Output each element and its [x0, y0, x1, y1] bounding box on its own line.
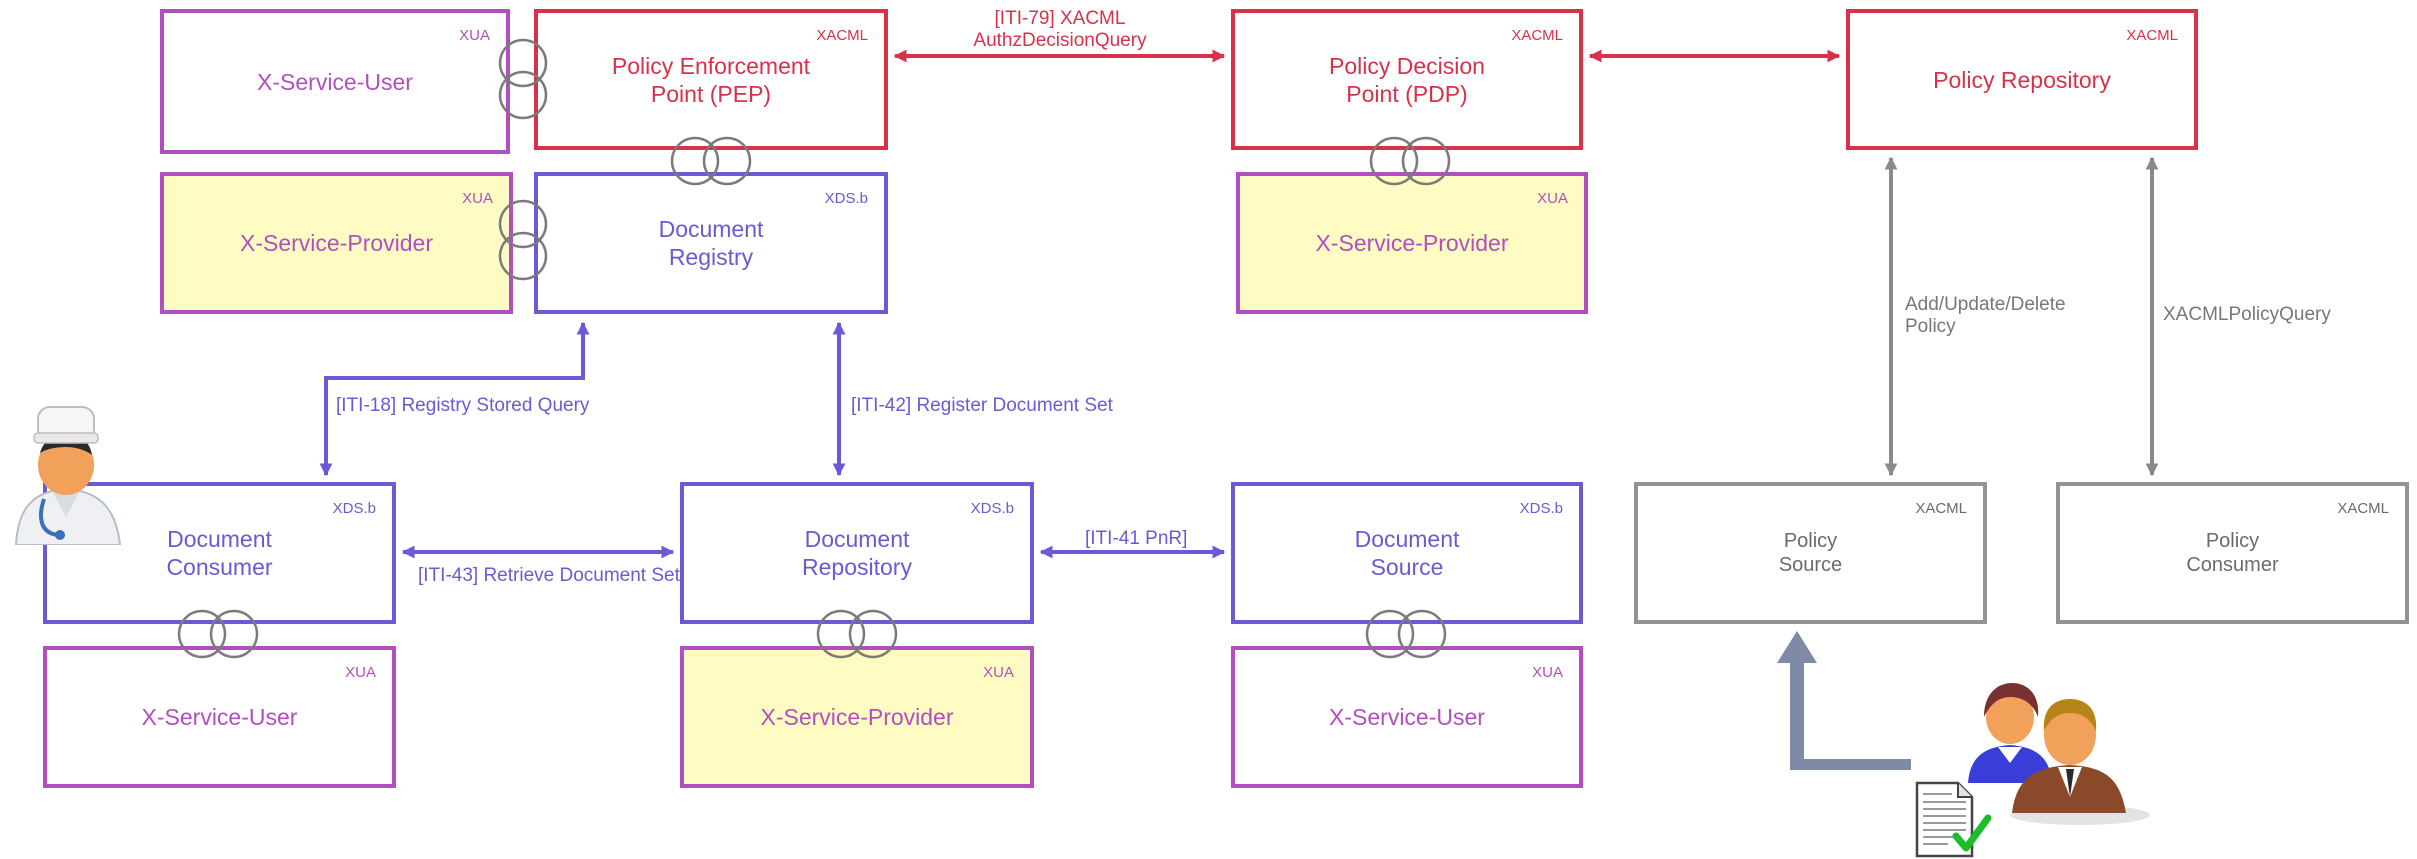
box-title: X-Service-Provider	[1315, 230, 1509, 256]
box-tag: XACML	[1915, 500, 1967, 517]
add-update-delete-label: Add/Update/Delete Policy	[1905, 294, 2066, 337]
document-source-box: XDS.b Document Source	[1231, 482, 1583, 624]
doctor-icon	[14, 406, 122, 545]
box-title: X-Service-User	[141, 704, 298, 730]
box-title: X-Service-Provider	[240, 230, 433, 256]
box-tag: XUA	[345, 664, 376, 681]
box-title: Document Repository	[802, 526, 912, 580]
pep-box: XACML Policy Enforcement Point (PEP)	[534, 9, 888, 150]
iti18-label: [ITI-18] Registry Stored Query	[336, 395, 590, 416]
box-title: Document Source	[1354, 526, 1460, 580]
x-service-user-source-box: XUA X-Service-User	[1231, 646, 1583, 788]
box-title: Document Consumer	[166, 526, 273, 580]
policy-repository-box: XACML Policy Repository	[1846, 9, 2198, 150]
x-service-provider-pdp-box: XUA X-Service-Provider	[1236, 172, 1588, 314]
iti79-label: [ITI-79] XACML AuthzDecisionQuery	[973, 8, 1147, 51]
policy-source-box: XACML Policy Source	[1634, 482, 1987, 624]
box-tag: XDS.b	[1519, 500, 1563, 517]
box-title: X-Service-User	[257, 68, 413, 95]
box-title: Policy Source	[1778, 530, 1843, 576]
box-tag: XUA	[462, 190, 493, 207]
iti18-arrow	[319, 321, 590, 477]
box-tag: XACML	[2337, 500, 2389, 517]
pdp-box: XACML Policy Decision Point (PDP)	[1231, 9, 1583, 150]
grouping-rings	[177, 38, 1451, 659]
x-service-provider-left-box: XUA X-Service-Provider	[160, 172, 513, 314]
xacml-policy-query-label: XACMLPolicyQuery	[2163, 304, 2331, 325]
iti42-label: [ITI-42] Register Document Set	[851, 395, 1113, 416]
x-service-provider-repository-box: XUA X-Service-Provider	[680, 646, 1034, 788]
policy-consumer-box: XACML Policy Consumer	[2056, 482, 2409, 624]
box-tag: XACML	[1511, 27, 1563, 44]
x-service-user-consumer-box: XUA X-Service-User	[43, 646, 396, 788]
box-title: Policy Decision Point (PDP)	[1329, 52, 1485, 107]
users-icon	[1968, 683, 2150, 825]
box-tag: XACML	[816, 27, 868, 44]
box-title: Document Registry	[658, 216, 764, 270]
box-tag: XACML	[2126, 27, 2178, 44]
box-tag: XDS.b	[332, 500, 376, 517]
box-title: Policy Repository	[1933, 66, 2111, 93]
document-icon	[1915, 781, 1992, 858]
box-title: X-Service-User	[1329, 704, 1485, 730]
up-arrow-icon	[1777, 631, 1911, 770]
x-service-user-top-box: XUA X-Service-User	[160, 9, 510, 154]
box-tag: XUA	[1532, 664, 1563, 681]
box-tag: XDS.b	[824, 190, 868, 207]
box-title: X-Service-Provider	[760, 704, 954, 730]
iti43-label: [ITI-43] Retrieve Document Set	[418, 565, 680, 586]
box-tag: XDS.b	[970, 500, 1014, 517]
box-title: Policy Enforcement Point (PEP)	[611, 52, 811, 107]
box-tag: XUA	[459, 27, 490, 44]
box-tag: XUA	[1537, 190, 1568, 207]
iti41-label: [ITI-41 PnR]	[1085, 528, 1188, 549]
document-repository-box: XDS.b Document Repository	[680, 482, 1034, 624]
box-tag: XUA	[983, 664, 1014, 681]
box-title: Policy Consumer	[2186, 530, 2279, 576]
